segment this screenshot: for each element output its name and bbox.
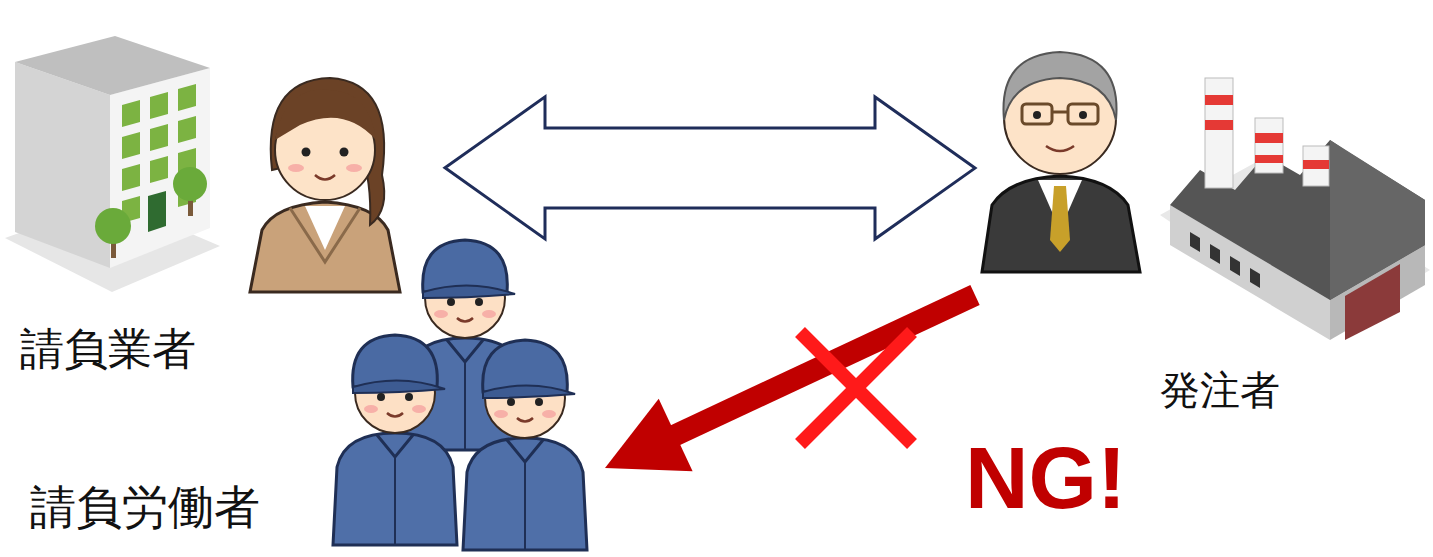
arrow-head [605,399,693,472]
double-arrow-outline [445,97,975,239]
node-label: 請負労働者 [30,480,260,535]
node-label: 請負業者 [20,323,196,376]
worker-group [333,240,587,550]
node-label: 発注者 [1160,366,1280,414]
contractor-group: 請負業者 [0,40,445,380]
factory-building [1160,78,1430,340]
direct-order-arrow [605,295,975,471]
office-building [5,36,220,292]
warning-text: NG! [965,434,1126,522]
contract-arrow [445,97,975,239]
worker-figure [333,335,457,545]
contractor-person [250,78,400,292]
cross-mark [800,332,912,444]
client-group: 発注者 [975,40,1433,420]
worker-figure [463,340,587,550]
worker-group-node: 請負労働者 [25,230,605,550]
client-person [982,52,1140,272]
